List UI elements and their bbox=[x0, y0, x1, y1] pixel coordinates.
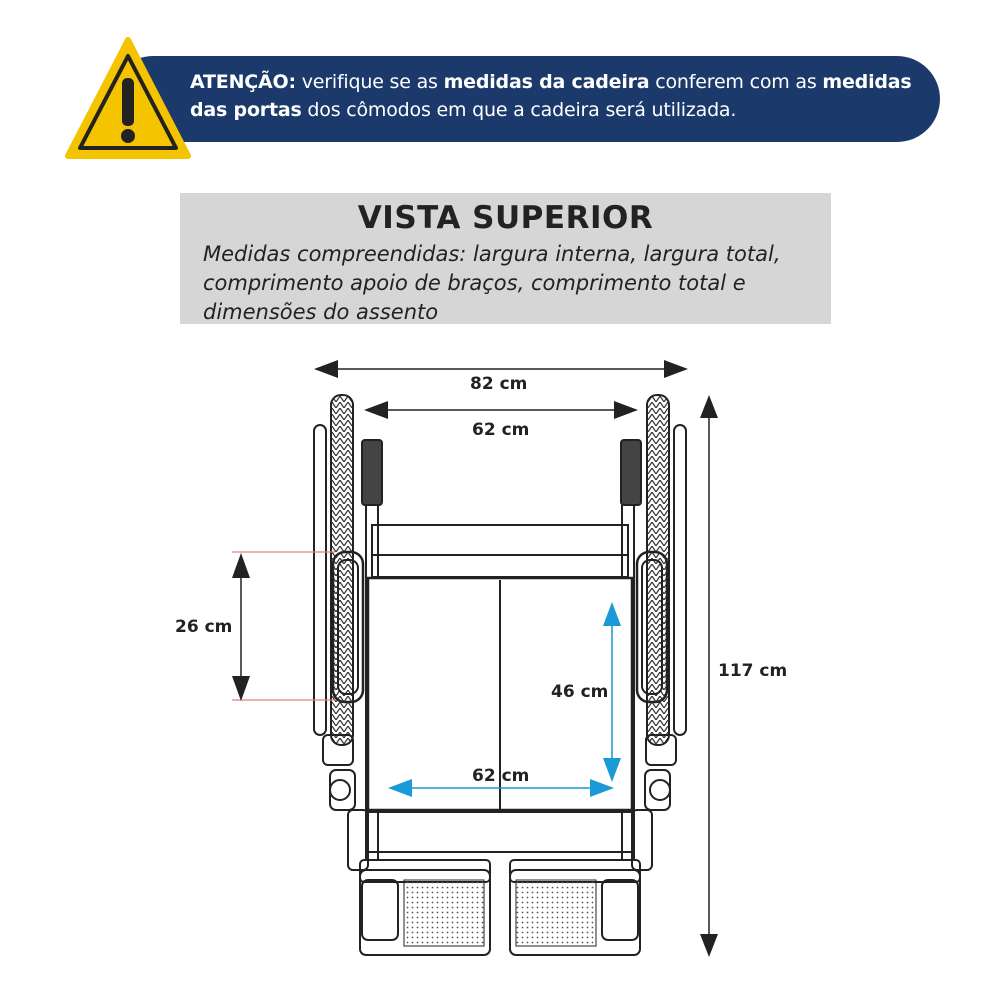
total-length-label: 117 cm bbox=[718, 661, 788, 681]
warning-text: ATENÇÃO: verifique se as medidas da cade… bbox=[190, 71, 912, 121]
wheelchair-frame bbox=[313, 394, 687, 956]
armrest-length-label: 26 cm bbox=[175, 617, 233, 637]
dimension-arrows bbox=[232, 360, 718, 957]
title-box bbox=[180, 193, 831, 324]
seat-dimension-arrows bbox=[388, 602, 621, 797]
seat-width-label: 62 cm bbox=[472, 766, 530, 786]
page-title: VISTA SUPERIOR bbox=[357, 200, 654, 236]
internal-width-label: 62 cm bbox=[472, 420, 530, 440]
warning-banner bbox=[110, 56, 940, 142]
seat-depth-label: 46 cm bbox=[551, 682, 609, 702]
warning-triangle-icon bbox=[65, 37, 191, 159]
total-width-label: 82 cm bbox=[470, 374, 528, 394]
subtitle: Medidas compreendidas: largura interna, … bbox=[203, 242, 781, 324]
